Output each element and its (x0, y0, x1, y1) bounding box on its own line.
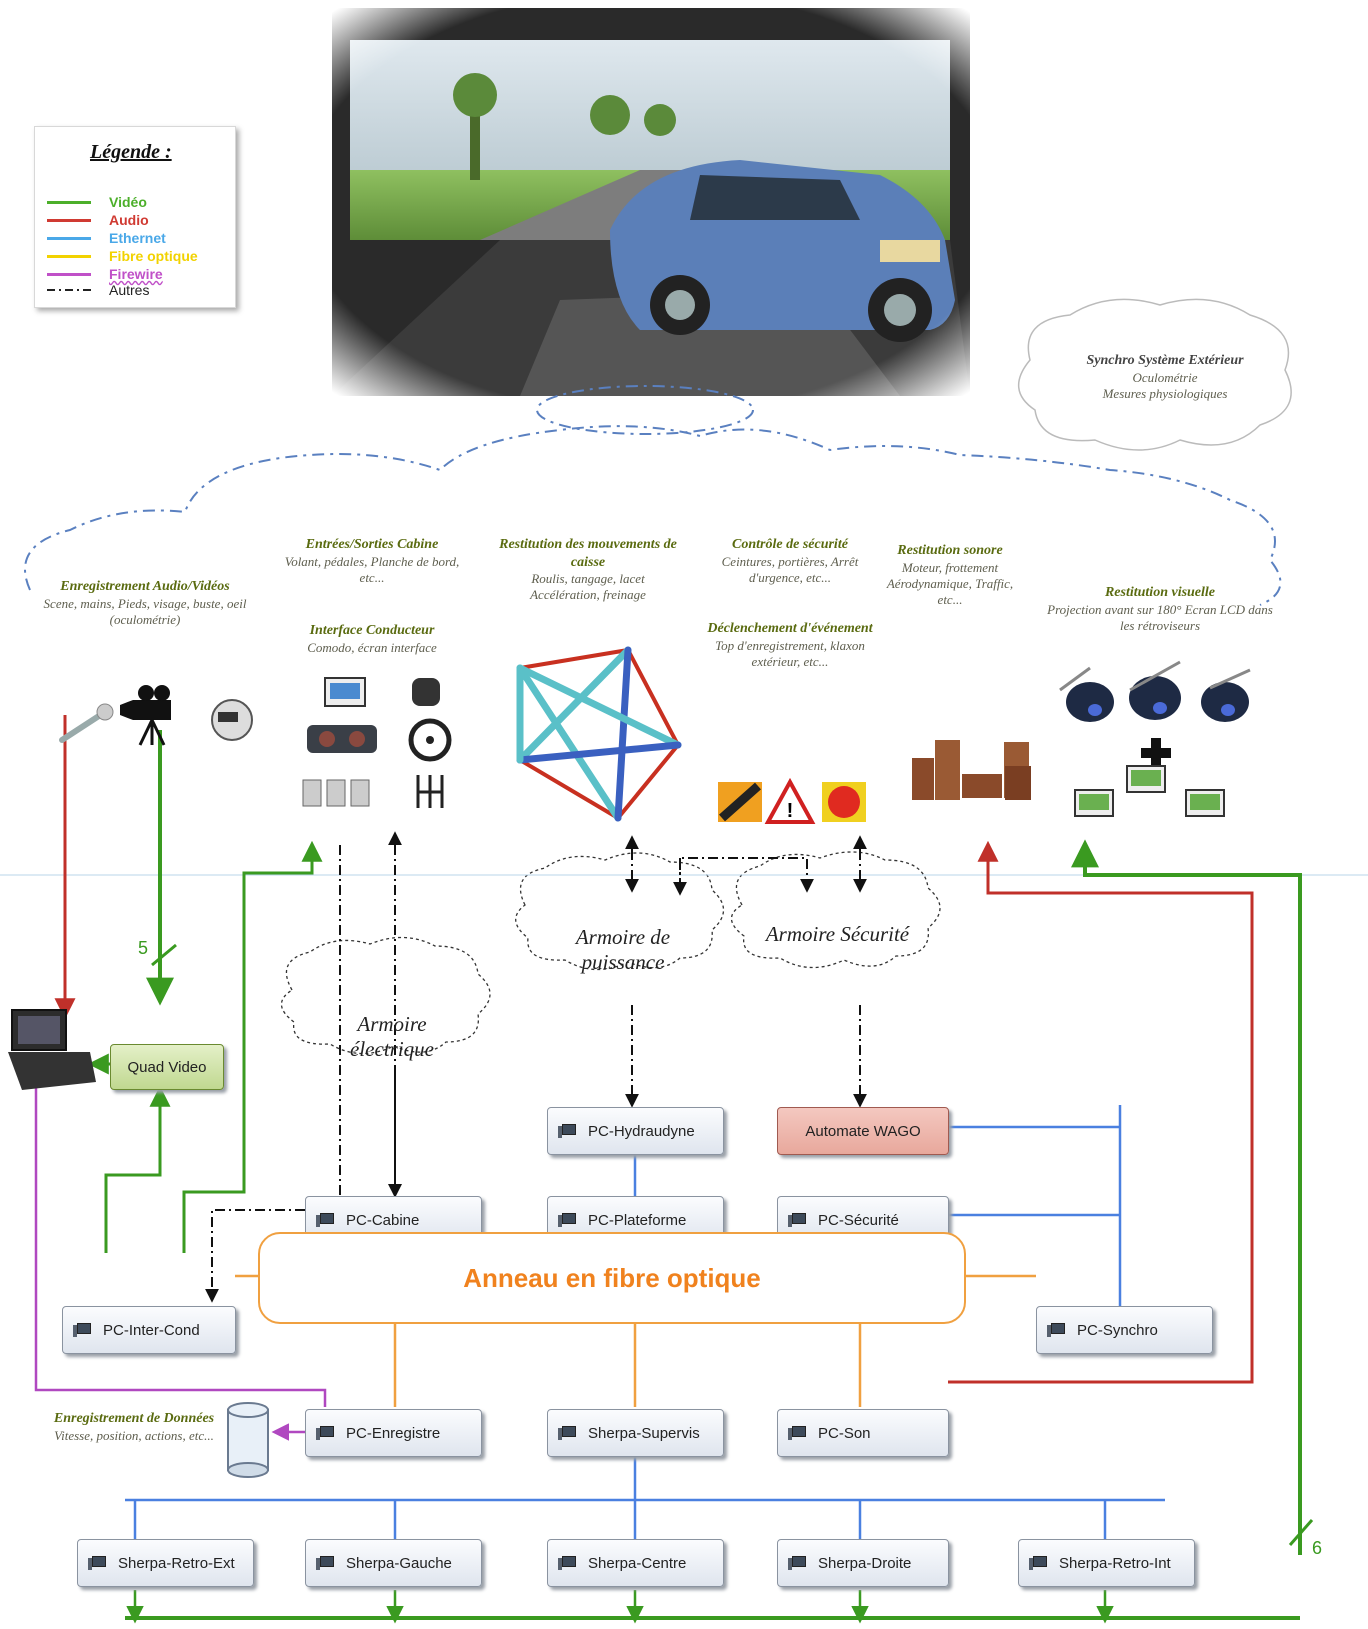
pc-synchro-node: PC-Synchro (1036, 1306, 1213, 1354)
fibre-optic-ring: Anneau en fibre optique (258, 1232, 966, 1324)
external-sync-title: Synchro Système Extérieur (1086, 353, 1244, 368)
pc-hydraudyne-node: PC-Hydraudyne (547, 1107, 724, 1155)
feature-title: Interface Conducteur (309, 623, 435, 638)
feature-title: Contrôle de sécurité (732, 537, 848, 552)
feature-title: Restitution sonore (897, 543, 1003, 558)
sherpa-droite-node: Sherpa-Droite (777, 1539, 949, 1587)
pc-icon (73, 1322, 91, 1338)
sherpa-gauche-node: Sherpa-Gauche (305, 1539, 482, 1587)
legend-item-autres: Autres (47, 281, 149, 299)
video-camera-icon (120, 685, 171, 746)
pc-icon (788, 1212, 806, 1228)
feature-desc: Comodo, écran interface (307, 639, 437, 655)
armoire-electrique-label: Armoire électrique (350, 1012, 434, 1062)
feature-title: Déclenchement d'événement (707, 621, 873, 636)
feature-safety-control: Contrôle de sécurité Ceintures, portière… (700, 536, 880, 586)
armoire-securite-cloud (730, 851, 941, 969)
armoire-puissance-label: Armoire de puissance (575, 925, 671, 975)
svg-text:!: ! (787, 800, 794, 822)
feature-motion: Restitution des mouvements de caisse Rou… (498, 536, 678, 604)
microphone-icon (59, 703, 114, 743)
sherpa-supervis-node: Sherpa-Supervis (547, 1409, 724, 1457)
quad-video-node: Quad Video (110, 1044, 224, 1090)
feature-desc: Roulis, tangage, lacet Accélération, fre… (530, 571, 646, 603)
data-recording-desc: Vitesse, position, actions, etc... (54, 1427, 214, 1443)
external-sync: Synchro Système Extérieur Oculométrie Me… (1050, 352, 1280, 402)
legend-item-ethernet: Ethernet (47, 229, 166, 247)
legend-item-audio: Audio (47, 211, 149, 229)
video-bus-count: 5 (138, 938, 149, 958)
legend-item-fibre: Fibre optique (47, 247, 198, 265)
projector-icons (1059, 660, 1251, 817)
simulator-photo (332, 8, 970, 396)
external-sync-item: Oculométrie (1132, 369, 1198, 385)
pc-icon (316, 1425, 334, 1441)
external-sync-cloud (1017, 298, 1292, 451)
pc-icon (558, 1425, 576, 1441)
pc-icon (1029, 1555, 1047, 1571)
legend: Légende : Vidéo Audio Ethernet Fibre opt… (34, 126, 236, 308)
fibre-optic-ring-label: Anneau en fibre optique (463, 1262, 761, 1293)
hexapod-platform-icon (516, 646, 682, 822)
legend-item-firewire: Firewire (47, 265, 163, 283)
armoire-securite-label: Armoire Sécurité (765, 922, 910, 946)
feature-title: Restitution visuelle (1104, 585, 1216, 600)
data-recording-title: Enregistrement de Données (53, 1411, 215, 1426)
legend-item-video: Vidéo (47, 193, 147, 211)
pc-icon (316, 1212, 334, 1228)
system-cloud-outline (24, 425, 1282, 606)
pc-son-node: PC-Son (777, 1409, 949, 1457)
armoire-electrique-cloud (280, 936, 491, 1055)
feature-desc: Volant, pédales, Planche de bord, etc... (284, 553, 460, 585)
automate-wago-node: Automate WAGO (777, 1107, 949, 1155)
feature-desc: Top d'enregistrement, klaxon extérieur, … (715, 637, 865, 669)
helmet-icon (211, 699, 253, 741)
pc-icon (788, 1555, 806, 1571)
armoire-puissance-cloud (515, 852, 725, 971)
data-recording-label: Enregistrement de Données Vitesse, posit… (44, 1410, 224, 1444)
database-icon (227, 1402, 269, 1478)
pc-icon (788, 1425, 806, 1441)
feature-event-trigger: Déclenchement d'événement Top d'enregist… (700, 620, 880, 670)
video-output-count: 6 (1312, 1538, 1323, 1558)
speaker-system-icon (912, 740, 1031, 800)
feature-title: Entrées/Sorties Cabine (305, 537, 439, 552)
pc-icon (558, 1212, 576, 1228)
pc-icon (558, 1123, 576, 1139)
feature-desc: Ceintures, portières, Arrêt d'urgence, e… (721, 553, 859, 585)
sherpa-retro-ext-node: Sherpa-Retro-Ext (77, 1539, 254, 1587)
feature-driver-interface: Interface Conducteur Comodo, écran inter… (272, 622, 472, 656)
feature-sound: Restitution sonore Moteur, frottement Aé… (880, 542, 1020, 608)
sherpa-retro-int-node: Sherpa-Retro-Int (1018, 1539, 1195, 1587)
feature-title: Enregistrement Audio/Vidéos (60, 579, 230, 594)
cabin-icons (302, 677, 452, 808)
pc-icon (558, 1555, 576, 1571)
feature-audio-video: Enregistrement Audio/Vidéos Scene, mains… (40, 578, 250, 628)
feature-desc: Moteur, frottement Aérodynamique, Traffi… (886, 559, 1014, 608)
laptop-icon (8, 1009, 96, 1090)
pc-enregistre-node: PC-Enregistre (305, 1409, 482, 1457)
pc-icon (88, 1555, 106, 1571)
feature-cabin-io: Entrées/Sorties Cabine Volant, pédales, … (272, 536, 472, 586)
feature-desc: Projection avant sur 180° Ecran LCD dans… (1047, 601, 1273, 633)
pc-icon (316, 1555, 334, 1571)
feature-title: Restitution des mouvements de caisse (499, 537, 677, 570)
feature-desc: Scene, mains, Pieds, visage, buste, oeil… (43, 595, 247, 627)
legend-title: Légende : (90, 141, 172, 163)
sherpa-centre-node: Sherpa-Centre (547, 1539, 724, 1587)
pc-inter-cond-node: PC-Inter-Cond (62, 1306, 236, 1354)
feature-visual: Restitution visuelle Projection avant su… (1040, 584, 1280, 634)
pc-icon (1047, 1322, 1065, 1338)
external-sync-item: Mesures physiologiques (1102, 385, 1228, 401)
safety-icons: ! (718, 777, 866, 824)
